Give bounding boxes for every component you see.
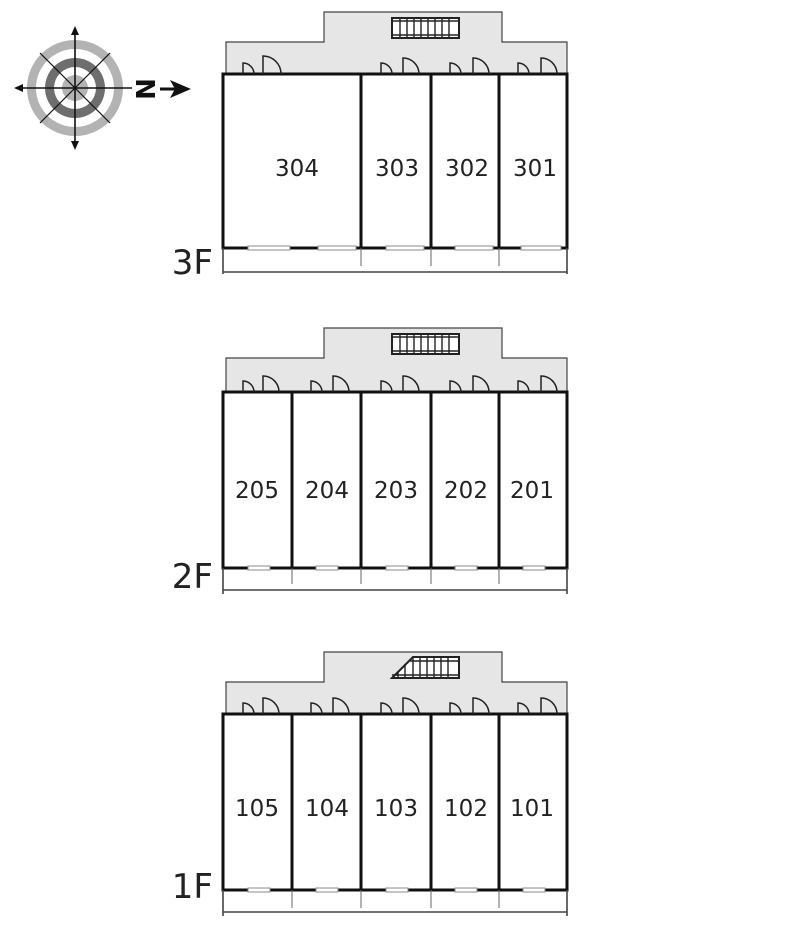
door-icons [242, 697, 558, 715]
north-arrow-icon [160, 80, 191, 98]
unit-number: 204 [305, 478, 349, 504]
corridor-2f [225, 327, 568, 393]
unit-number: 304 [275, 156, 319, 182]
unit-number: 302 [445, 156, 489, 182]
corridor-1f [225, 651, 568, 715]
stairs-icon [391, 17, 460, 39]
floor-label: 3F [172, 243, 213, 283]
floor-1f: 105 104 103 102 101 1F [172, 651, 569, 916]
corridor-3f [225, 11, 568, 75]
unit-number: 101 [510, 796, 554, 822]
door-icons [242, 375, 558, 393]
floor-3f: 304 303 302 301 3F [172, 11, 569, 283]
compass-rose-icon [14, 26, 132, 150]
floor-label: 1F [172, 867, 213, 907]
unit-number: 303 [375, 156, 419, 182]
unit-number: 103 [374, 796, 418, 822]
compass-north-letter: N [129, 78, 159, 100]
windows [247, 245, 562, 251]
door-icons [242, 55, 558, 75]
unit-number: 301 [513, 156, 557, 182]
windows [247, 887, 546, 893]
windows [247, 565, 546, 571]
unit-number: 201 [510, 478, 554, 504]
stairs-icon [391, 333, 460, 355]
unit-number: 105 [235, 796, 279, 822]
unit-number: 202 [444, 478, 488, 504]
stairs-icon [389, 656, 460, 679]
floor-label: 2F [172, 557, 213, 597]
unit-number: 102 [444, 796, 488, 822]
unit-number: 205 [235, 478, 279, 504]
floor-2f: 205 204 203 202 201 2F [172, 327, 569, 597]
unit-number: 203 [374, 478, 418, 504]
unit-number: 104 [305, 796, 349, 822]
